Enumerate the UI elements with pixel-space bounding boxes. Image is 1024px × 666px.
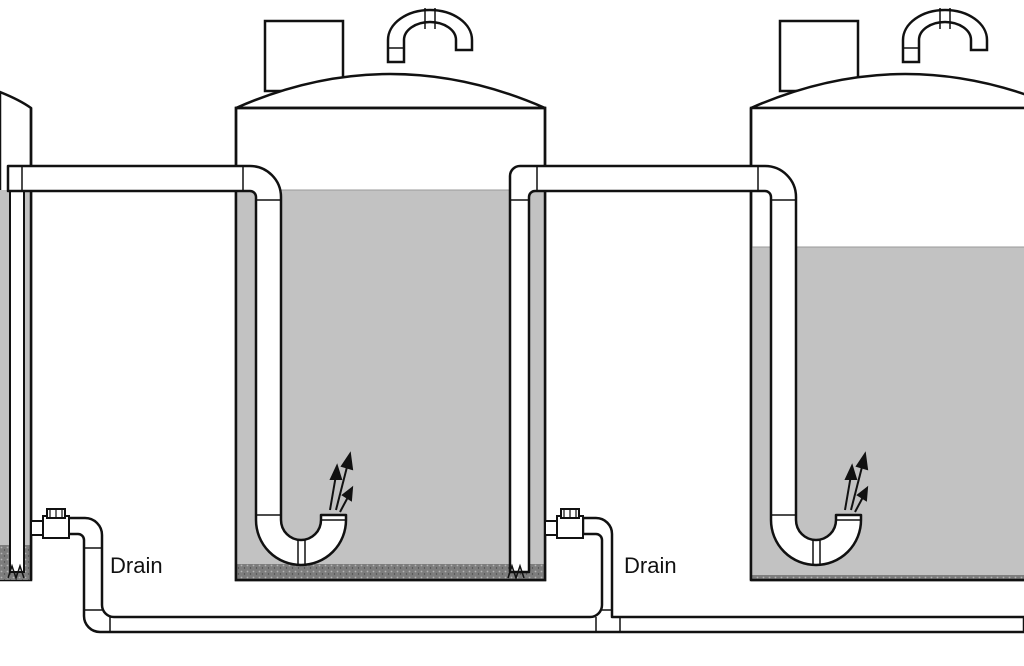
drain-pipe [66, 516, 1024, 634]
flow-arrows-middle [329, 451, 354, 513]
drain-label-left: Drain [110, 553, 163, 578]
drain-valve-left [30, 508, 70, 539]
right-tank-dome [750, 72, 1024, 110]
middle-tank [234, 8, 547, 582]
flow-arrows-right [844, 451, 869, 513]
siphon-pipe-left [6, 164, 348, 567]
middle-tank-liquid [236, 190, 545, 564]
left-tank-siphon-leg [9, 190, 25, 573]
middle-tank-dome [235, 72, 546, 110]
drain-label-right: Drain [624, 553, 677, 578]
siphon-pipe-right [507, 164, 863, 581]
middle-tank-sediment [236, 564, 545, 580]
middle-gooseneck-vent [386, 8, 474, 64]
drain-valve-right [544, 508, 584, 539]
right-gooseneck-vent [901, 8, 989, 64]
